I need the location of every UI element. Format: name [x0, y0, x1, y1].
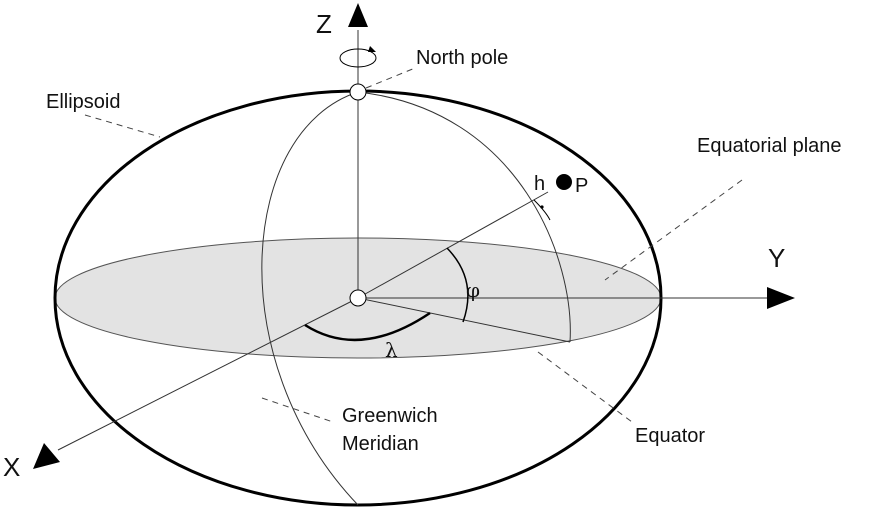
latitude-arc: [446, 247, 469, 323]
point-p-label: P: [575, 175, 588, 197]
greenwich-meridian: [261, 91, 359, 506]
x-axis-label: X: [3, 452, 20, 482]
meridian-through-p: [357, 91, 571, 343]
latitude-label: φ: [466, 278, 480, 302]
longitude-arc: [304, 311, 431, 342]
leader-north-pole: [365, 67, 416, 89]
z-axis-label: Z: [316, 9, 332, 39]
leader-greenwich: [261, 397, 334, 423]
normal-to-p: [357, 191, 549, 299]
equatorial-plane-label: Equatorial plane: [697, 135, 842, 157]
leader-equator: [537, 351, 633, 423]
rotation-arrow-icon: [368, 46, 376, 52]
point-p-marker: [556, 174, 572, 190]
right-angle-marker: [533, 199, 551, 221]
x-axis-arrow: [33, 443, 60, 469]
ellipsoid-label: Ellipsoid: [46, 91, 120, 113]
y-axis-arrow: [767, 287, 795, 309]
x-axis-line: [57, 297, 359, 451]
longitude-label: λ: [385, 338, 398, 362]
greenwich-label-line2: Meridian: [342, 433, 419, 455]
equator-label: Equator: [635, 425, 705, 447]
point-h-label: h: [534, 173, 545, 195]
leader-ellipsoid: [84, 114, 161, 138]
leader-equatorial-plane: [604, 179, 743, 281]
z-axis-arrow: [348, 3, 368, 27]
y-axis-label: Y: [768, 243, 785, 273]
rotation-indicator: [339, 48, 377, 68]
right-angle-dot: [540, 205, 544, 209]
north-pole-label: North pole: [416, 47, 508, 69]
greenwich-label-line1: Greenwich: [342, 405, 438, 427]
north-pole-marker: [349, 83, 367, 101]
origin-marker: [349, 289, 367, 307]
